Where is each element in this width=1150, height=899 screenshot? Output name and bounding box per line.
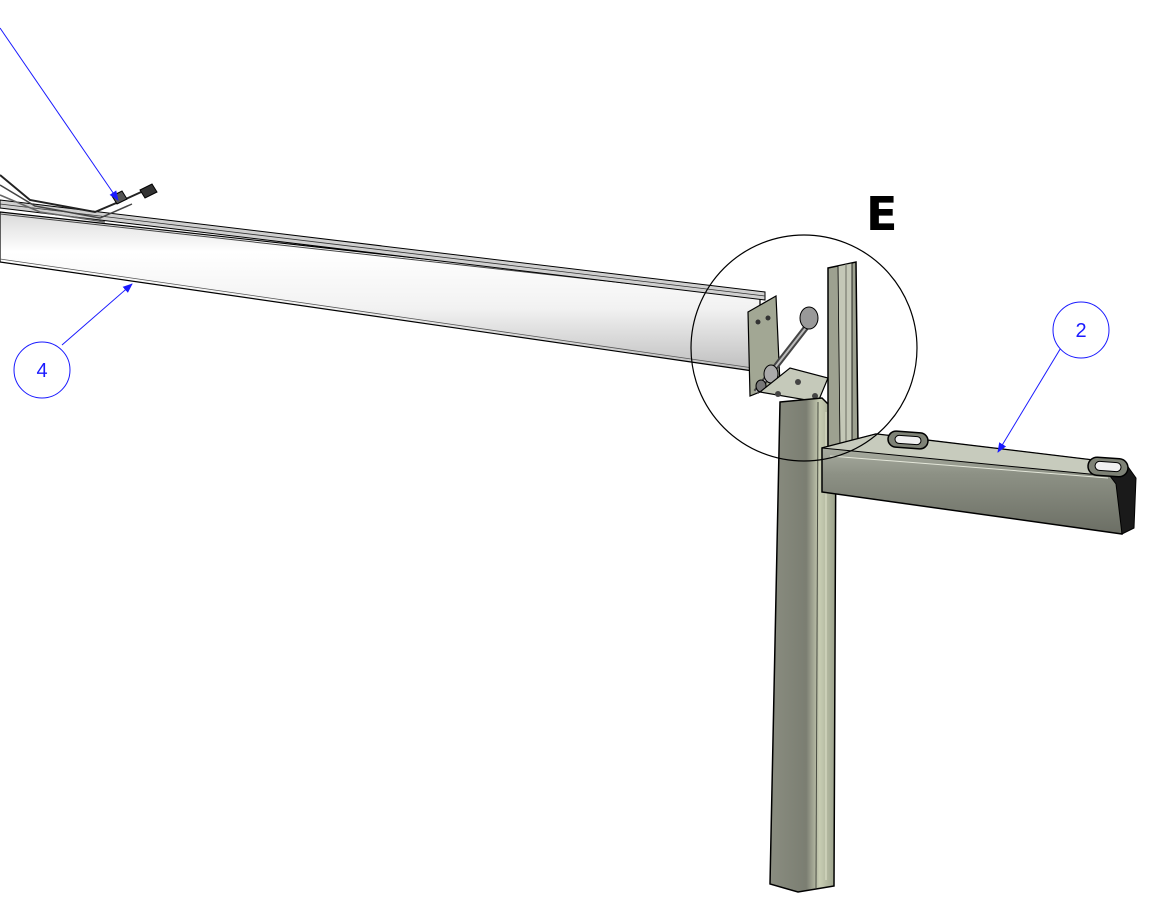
tube-part — [0, 199, 766, 373]
balloon-number: 4 — [36, 360, 47, 382]
leader-line-4 — [61, 283, 133, 346]
leader-lines — [0, 27, 1063, 453]
mounting-bracket — [747, 294, 829, 403]
vertical-post — [769, 397, 837, 893]
horizontal-arm — [821, 430, 1137, 535]
balloon-number: 2 — [1075, 320, 1086, 342]
leader-line-top — [0, 27, 119, 201]
balloon-circle — [13, 341, 71, 399]
balloon-4: 4 — [13, 341, 71, 399]
detail-label: E — [866, 187, 897, 241]
detail-e-callout: E — [690, 187, 918, 462]
balloon-2: 2 — [1052, 301, 1110, 359]
leader-line-2 — [997, 345, 1063, 453]
balloon-circle — [1052, 301, 1110, 359]
upright-channel — [827, 261, 859, 449]
detail-circle — [690, 234, 918, 462]
